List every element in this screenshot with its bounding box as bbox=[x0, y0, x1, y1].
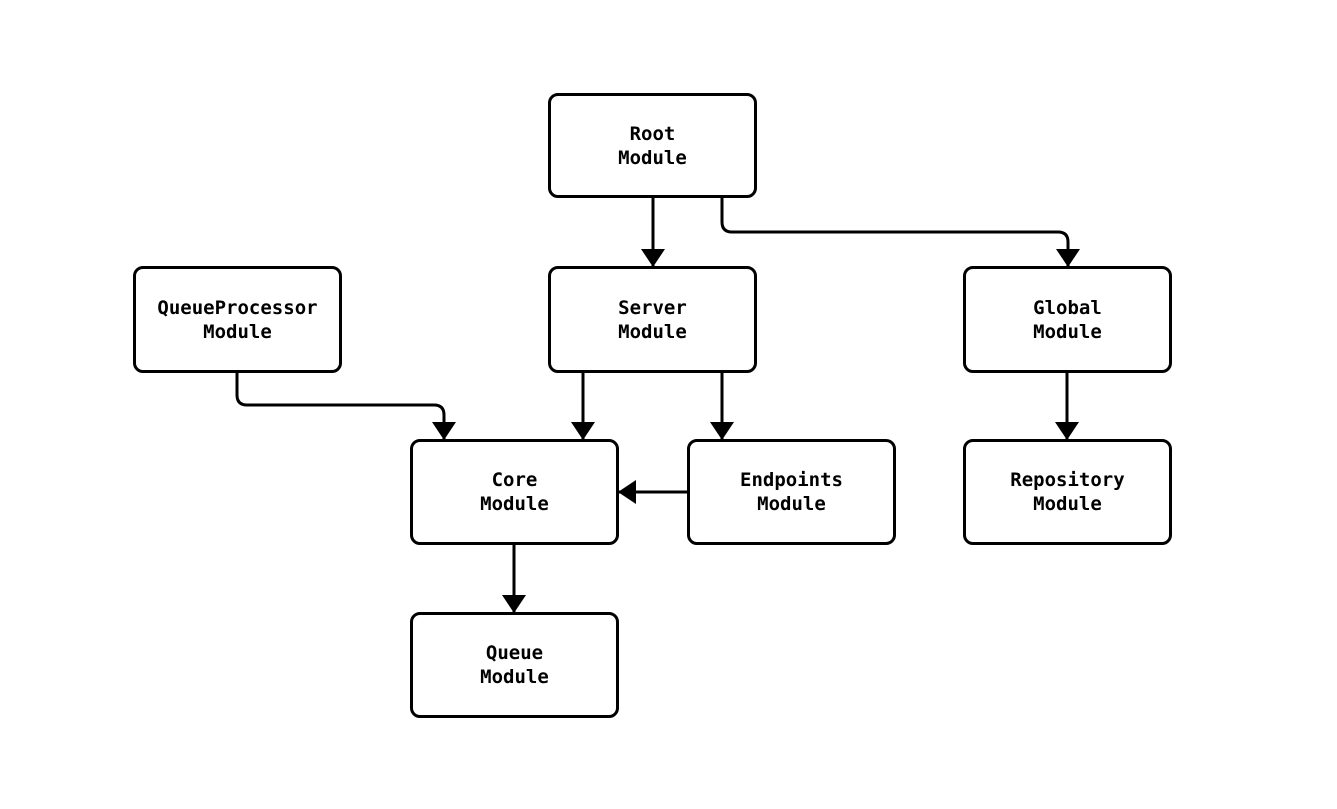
node-server-module: Server Module bbox=[548, 266, 757, 373]
node-global-module: Global Module bbox=[963, 266, 1172, 373]
node-queueprocessor-module: QueueProcessor Module bbox=[133, 266, 342, 373]
node-server-label-line1: Server bbox=[618, 296, 687, 319]
node-queue-module: Queue Module bbox=[410, 612, 619, 718]
node-root-label-line1: Root bbox=[629, 122, 676, 145]
node-root-module: Root Module bbox=[548, 93, 757, 198]
node-repository-label-line1: Repository bbox=[1010, 469, 1125, 491]
node-endpoints-module: Endpoints Module bbox=[687, 439, 896, 545]
node-core-module: Core Module bbox=[410, 439, 619, 545]
node-global-label-line2: Module bbox=[1033, 320, 1102, 343]
edge-queueprocessor-to-core bbox=[235, 373, 456, 440]
node-queue-label-line1: Queue bbox=[485, 642, 544, 664]
node-queueprocessor-label-line2: Module bbox=[203, 320, 272, 343]
node-endpoints-label-line1: Endpoints bbox=[740, 469, 843, 491]
node-queueprocessor-label-line1: QueueProcessor bbox=[157, 296, 318, 319]
edge-root-to-global bbox=[720, 198, 1080, 267]
node-core-label-line2: Module bbox=[480, 493, 549, 515]
node-endpoints-label-line2: Module bbox=[757, 493, 826, 515]
node-core-label-line1: Core bbox=[491, 469, 538, 491]
node-global-label-line1: Global bbox=[1033, 296, 1102, 319]
node-root-label-line2: Module bbox=[618, 146, 687, 169]
node-queue-label-line2: Module bbox=[480, 666, 549, 688]
node-server-label-line2: Module bbox=[618, 320, 687, 343]
node-repository-module: Repository Module bbox=[963, 439, 1172, 545]
node-repository-label-line2: Module bbox=[1033, 493, 1102, 515]
